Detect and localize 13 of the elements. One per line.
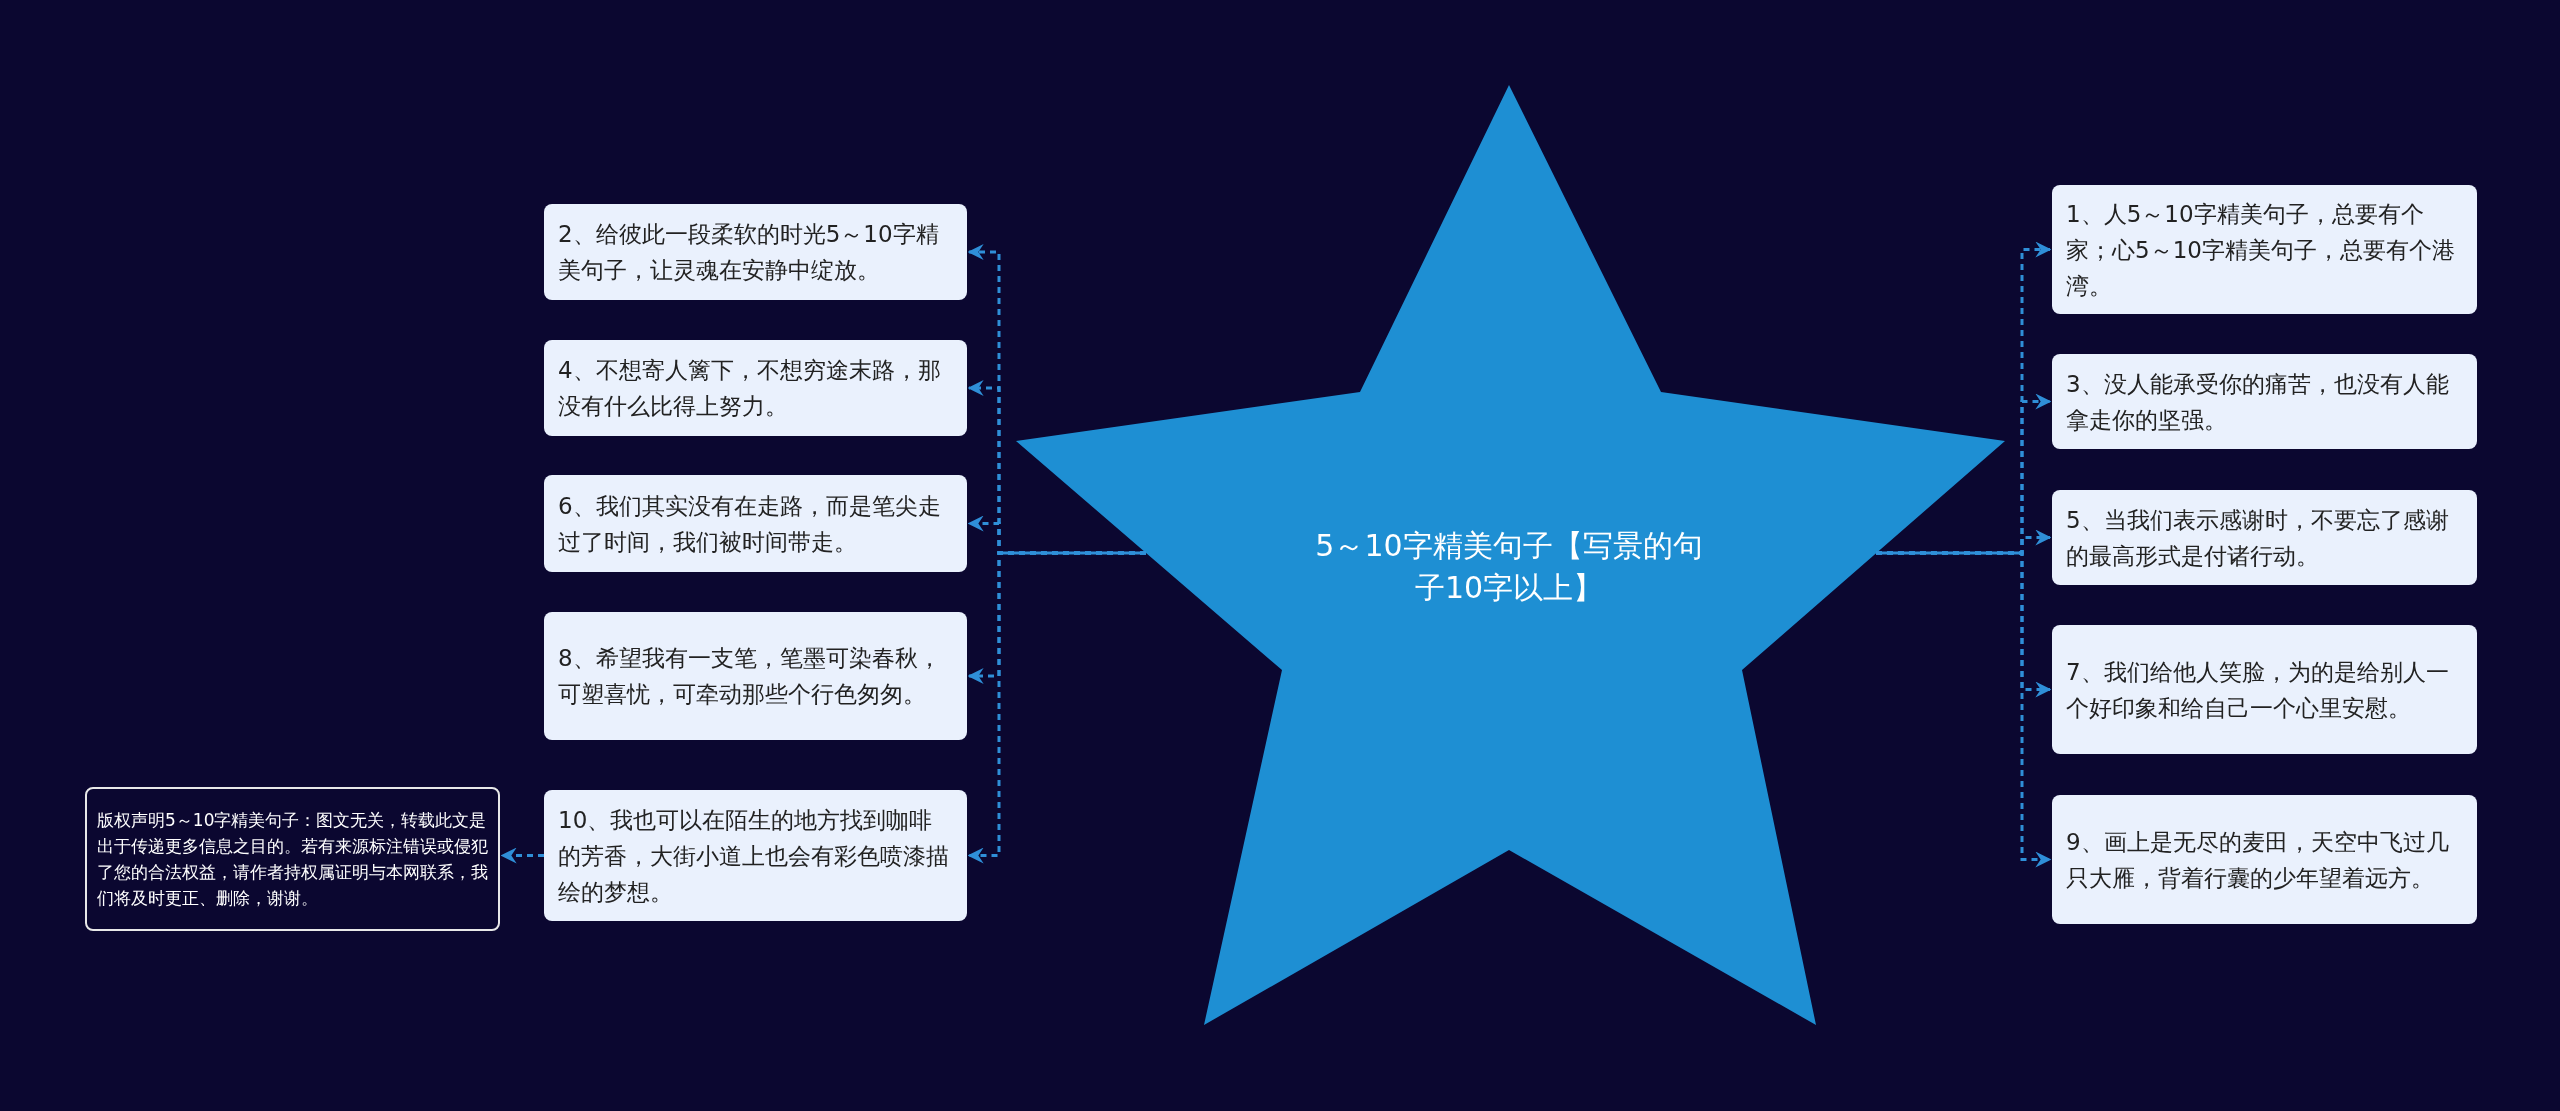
connector-arrow bbox=[500, 847, 544, 864]
sentence-card: 7、我们给他人笑脸，为的是给别人一个好印象和给自己一个心里安慰。 bbox=[2052, 625, 2477, 754]
sentence-card: 2、给彼此一段柔软的时光5～10字精美句子，让灵魂在安静中绽放。 bbox=[544, 204, 967, 300]
topic-title: 5～10字精美句子【写景的句子10字以上】 bbox=[1314, 527, 1704, 607]
copyright-note: 版权声明5～10字精美句子：图文无关，转载此文是出于传递更多信息之目的。若有来源标注错误或侵犯了您的合法权益，请作者持权属证明与本网联系，我们将及时更正、删除，谢谢。 bbox=[85, 787, 500, 931]
sentence-card: 6、我们其实没有在走路，而是笔尖走过了时间，我们被时间带走。 bbox=[544, 475, 967, 572]
sentence-card: 10、我也可以在陌生的地方找到咖啡的芳香，大街小道上也会有彩色喷漆描绘的梦想。 bbox=[544, 790, 967, 921]
sentence-card: 1、人5～10字精美句子，总要有个家；心5～10字精美句子，总要有个港湾。 bbox=[2052, 185, 2477, 314]
sentence-card: 4、不想寄人篱下，不想穷途末路，那没有什么比得上努力。 bbox=[544, 340, 967, 436]
sentence-card: 3、没人能承受你的痛苦，也没有人能拿走你的坚强。 bbox=[2052, 354, 2477, 449]
sentence-card: 9、画上是无尽的麦田，天空中飞过几只大雁，背着行囊的少年望着远方。 bbox=[2052, 795, 2477, 924]
sentence-card: 8、希望我有一支笔，笔墨可染春秋，可塑喜忧，可牵动那些个行色匆匆。 bbox=[544, 612, 967, 740]
sentence-card: 5、当我们表示感谢时，不要忘了感谢的最高形式是付诸行动。 bbox=[2052, 490, 2477, 585]
